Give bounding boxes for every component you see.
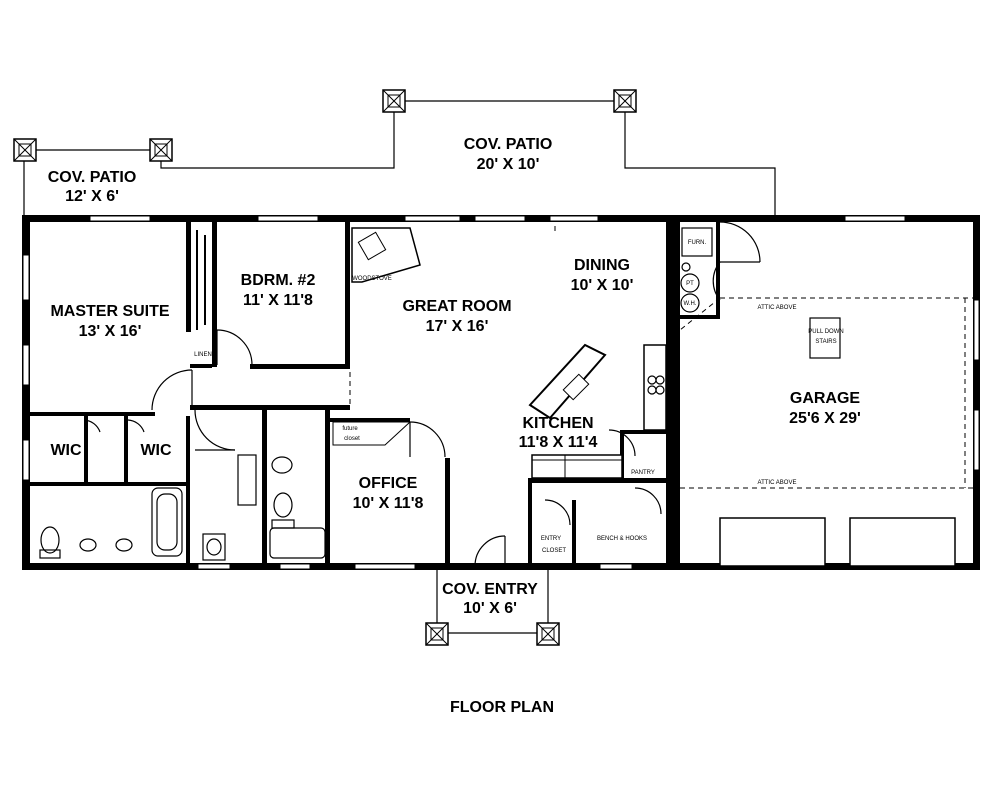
- floor-plan-title: FLOOR PLAN: [450, 699, 554, 716]
- kitchen-dims: 11'8 X 11'4: [519, 434, 598, 451]
- garage-dims: 25'6 X 29': [789, 410, 861, 427]
- dining-dims: 10' X 10': [571, 277, 634, 294]
- future-closet-label-1: future: [342, 426, 358, 432]
- cov-patio-center-name: COV. PATIO: [464, 136, 553, 153]
- patio-post-icon: [13, 138, 37, 162]
- woodstove-icon: [351, 227, 421, 283]
- patio-post-icon: [149, 138, 173, 162]
- door-swings: [83, 221, 761, 567]
- bench-hooks-label: BENCH & HOOKS: [597, 536, 647, 542]
- wic-right-label: WIC: [140, 442, 172, 459]
- wic-left-label: WIC: [50, 442, 82, 459]
- kitchen-name: KITCHEN: [522, 415, 593, 432]
- woodstove-label: WOODSTOVE: [352, 276, 392, 282]
- garage-elements: [679, 227, 973, 567]
- master-suite-name: MASTER SUITE: [50, 303, 169, 320]
- pull-down-stairs-label-2: STAIRS: [815, 339, 836, 345]
- interior-walls: [30, 222, 720, 566]
- kitchen-island: [528, 343, 607, 420]
- wh-label: W.H.: [684, 301, 697, 307]
- bath-fixtures: [39, 454, 326, 561]
- furnace-label: FURN.: [688, 240, 707, 246]
- patio-post-icon: [425, 622, 449, 646]
- cov-entry-dims: 10' X 6': [463, 600, 517, 617]
- patio-post-icon: [382, 89, 406, 113]
- linen-label: LINEN: [194, 352, 212, 358]
- cov-entry-name: COV. ENTRY: [442, 581, 538, 598]
- entry-closet-label-1: ENTRY: [541, 536, 561, 542]
- bedroom2-dims: 11' X 11'8: [243, 292, 313, 309]
- great-room-name: GREAT ROOM: [402, 298, 511, 315]
- dining-name: DINING: [574, 257, 630, 274]
- attic-above-bottom-label: ATTIC ABOVE: [758, 480, 797, 486]
- closet-doors: [196, 226, 556, 405]
- patio-post-icon: [536, 622, 560, 646]
- pt-label: PT: [686, 281, 694, 287]
- office-dims: 10' X 11'8: [353, 495, 424, 512]
- cov-patio-left-dims: 12' X 6': [65, 188, 119, 205]
- future-closet: [332, 421, 412, 446]
- cov-patio-center-dims: 20' X 10': [477, 156, 540, 173]
- entry-closet-label-2: CLOSET: [542, 548, 566, 554]
- cov-patio-left-name: COV. PATIO: [48, 169, 137, 186]
- master-suite-dims: 13' X 16': [79, 323, 142, 340]
- attic-above-top-label: ATTIC ABOVE: [758, 305, 797, 311]
- great-room-dims: 17' X 16': [426, 318, 489, 335]
- kitchen-counters: [531, 344, 667, 479]
- pull-down-stairs-label-1: PULL DOWN: [808, 329, 843, 335]
- entry-stoop: [460, 564, 514, 570]
- office-name: OFFICE: [359, 475, 418, 492]
- bedroom2-name: BDRM. #2: [241, 272, 316, 289]
- patio-post-icon: [613, 89, 637, 113]
- pantry-label: PANTRY: [631, 470, 655, 476]
- windows: [22, 215, 980, 570]
- garage-name: GARAGE: [790, 390, 861, 407]
- future-closet-label-2: closet: [344, 436, 360, 442]
